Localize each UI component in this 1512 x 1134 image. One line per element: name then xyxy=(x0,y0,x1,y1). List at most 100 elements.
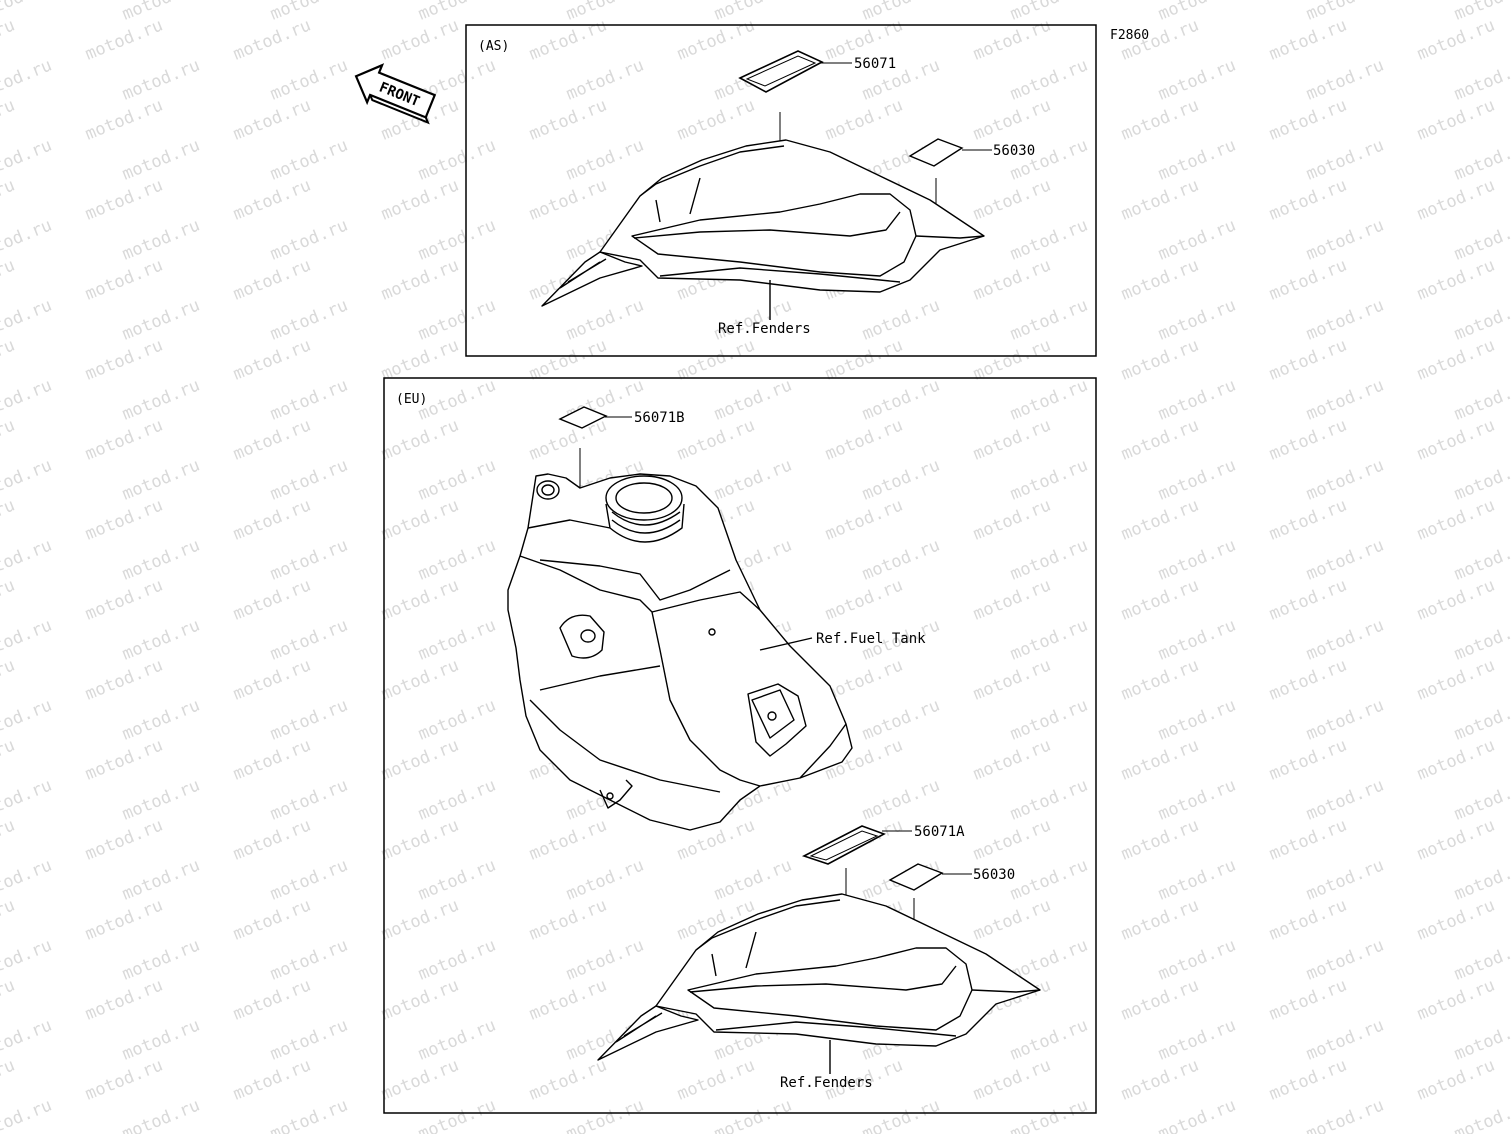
watermark-text: motod.ru xyxy=(1414,95,1497,144)
watermark-text: motod.ru xyxy=(970,1055,1053,1104)
watermark-text: motod.ru xyxy=(1266,15,1349,64)
watermark-text: motod.ru xyxy=(267,695,350,744)
watermark-text: motod.ru xyxy=(82,175,165,224)
watermark-text: motod.ru xyxy=(230,495,313,544)
watermark-text: motod.ru xyxy=(1266,175,1349,224)
watermark-text: motod.ru xyxy=(119,615,202,664)
watermark-text: motod.ru xyxy=(563,935,646,984)
watermark-text: motod.ru xyxy=(859,775,942,824)
watermark-text: motod.ru xyxy=(526,15,609,64)
watermark-text: motod.ru xyxy=(526,95,609,144)
watermark-text: motod.ru xyxy=(82,975,165,1024)
watermark-text: motod.ru xyxy=(267,935,350,984)
watermark-text: motod.ru xyxy=(859,535,942,584)
watermark-text: motod.ru xyxy=(119,375,202,424)
panel-as-frame xyxy=(465,24,1097,357)
watermark-text: motod.ru xyxy=(1118,975,1201,1024)
watermark-text: motod.ru xyxy=(119,935,202,984)
watermark-text: motod.ru xyxy=(0,1095,55,1134)
watermark-text: motod.ru xyxy=(82,895,165,944)
watermark-text: motod.ru xyxy=(563,855,646,904)
watermark-text: motod.ru xyxy=(1451,855,1512,904)
watermark-text: motod.ru xyxy=(1451,55,1512,104)
watermark-text: motod.ru xyxy=(563,55,646,104)
watermark-text: motod.ru xyxy=(970,815,1053,864)
watermark-text: motod.ru xyxy=(82,95,165,144)
watermark-text: motod.ru xyxy=(1266,255,1349,304)
watermark-text: motod.ru xyxy=(267,295,350,344)
watermark-text: motod.ru xyxy=(1155,855,1238,904)
watermark-text: motod.ru xyxy=(378,735,461,784)
watermark-text: motod.ru xyxy=(1118,815,1201,864)
watermark-text: motod.ru xyxy=(1451,615,1512,664)
watermark-text: motod.ru xyxy=(711,1095,794,1134)
watermark-text: motod.ru xyxy=(970,415,1053,464)
watermark-text: motod.ru xyxy=(563,1095,646,1134)
watermark-text: motod.ru xyxy=(1155,295,1238,344)
panel-as: (AS) 56071 56030 Ref.Fenders xyxy=(465,24,1097,357)
front-arrow-shadow xyxy=(369,94,430,125)
watermark-text: motod.ru xyxy=(415,615,498,664)
watermark-text: motod.ru xyxy=(526,1055,609,1104)
watermark-text: motod.ru xyxy=(1303,0,1386,25)
watermark-text: motod.ru xyxy=(267,135,350,184)
watermark-text: motod.ru xyxy=(1007,0,1090,25)
watermark-text: motod.ru xyxy=(822,415,905,464)
watermark-text: motod.ru xyxy=(1118,255,1201,304)
watermark-text: motod.ru xyxy=(119,1015,202,1064)
watermark-text: motod.ru xyxy=(1414,1055,1497,1104)
part-number-56030: 56030 xyxy=(993,143,1035,159)
watermark-text: motod.ru xyxy=(1303,615,1386,664)
watermark-text: motod.ru xyxy=(1155,455,1238,504)
front-direction-arrow: FRONT xyxy=(354,63,437,125)
watermark-text: motod.ru xyxy=(119,775,202,824)
watermark-text: motod.ru xyxy=(1414,735,1497,784)
watermark-text: motod.ru xyxy=(378,175,461,224)
watermark-text: motod.ru xyxy=(415,0,498,25)
watermark-text: motod.ru xyxy=(230,15,313,64)
watermark-text: motod.ru xyxy=(859,455,942,504)
watermark-text: motod.ru xyxy=(230,895,313,944)
watermark-text: motod.ru xyxy=(1266,1055,1349,1104)
watermark-text: motod.ru xyxy=(1451,1015,1512,1064)
watermark-text: motod.ru xyxy=(378,255,461,304)
watermark-text: motod.ru xyxy=(267,215,350,264)
watermark-text: motod.ru xyxy=(674,1055,757,1104)
watermark-text: motod.ru xyxy=(1118,415,1201,464)
watermark-text: motod.ru xyxy=(674,15,757,64)
watermark-text: motod.ru xyxy=(822,575,905,624)
watermark-text: motod.ru xyxy=(415,535,498,584)
watermark-text: motod.ru xyxy=(119,0,202,25)
watermark-text: motod.ru xyxy=(1303,295,1386,344)
watermark-text: motod.ru xyxy=(267,1095,350,1134)
watermark-text: motod.ru xyxy=(119,215,202,264)
watermark-text: motod.ru xyxy=(82,815,165,864)
label-56071b-shape xyxy=(558,406,608,429)
watermark-text: motod.ru xyxy=(1266,895,1349,944)
part-number-56030-eu: 56030 xyxy=(973,867,1015,883)
watermark-text: motod.ru xyxy=(970,255,1053,304)
watermark-text: motod.ru xyxy=(1414,415,1497,464)
watermark-text: motod.ru xyxy=(1414,175,1497,224)
watermark-text: motod.ru xyxy=(1303,695,1386,744)
front-arrow-icon xyxy=(354,63,437,119)
watermark-text: motod.ru xyxy=(230,175,313,224)
watermark-text: motod.ru xyxy=(1155,535,1238,584)
watermark-text: motod.ru xyxy=(378,415,461,464)
watermark-text: motod.ru xyxy=(1007,375,1090,424)
watermark-text: motod.ru xyxy=(1007,455,1090,504)
watermark-text: motod.ru xyxy=(711,375,794,424)
watermark-text: motod.ru xyxy=(970,895,1053,944)
watermark-text: motod.ru xyxy=(1303,935,1386,984)
watermark-text: motod.ru xyxy=(1303,455,1386,504)
watermark-text: motod.ru xyxy=(1451,775,1512,824)
watermark-text: motod.ru xyxy=(0,175,18,224)
rear-fender-eu xyxy=(597,893,1041,1074)
watermark-text: motod.ru xyxy=(1451,215,1512,264)
watermark-text: motod.ru xyxy=(415,375,498,424)
watermark-text: motod.ru xyxy=(1007,775,1090,824)
watermark-text: motod.ru xyxy=(1118,655,1201,704)
watermark-text: motod.ru xyxy=(1155,55,1238,104)
part-number-56071b: 56071B xyxy=(634,410,685,426)
watermark-text: motod.ru xyxy=(0,255,18,304)
